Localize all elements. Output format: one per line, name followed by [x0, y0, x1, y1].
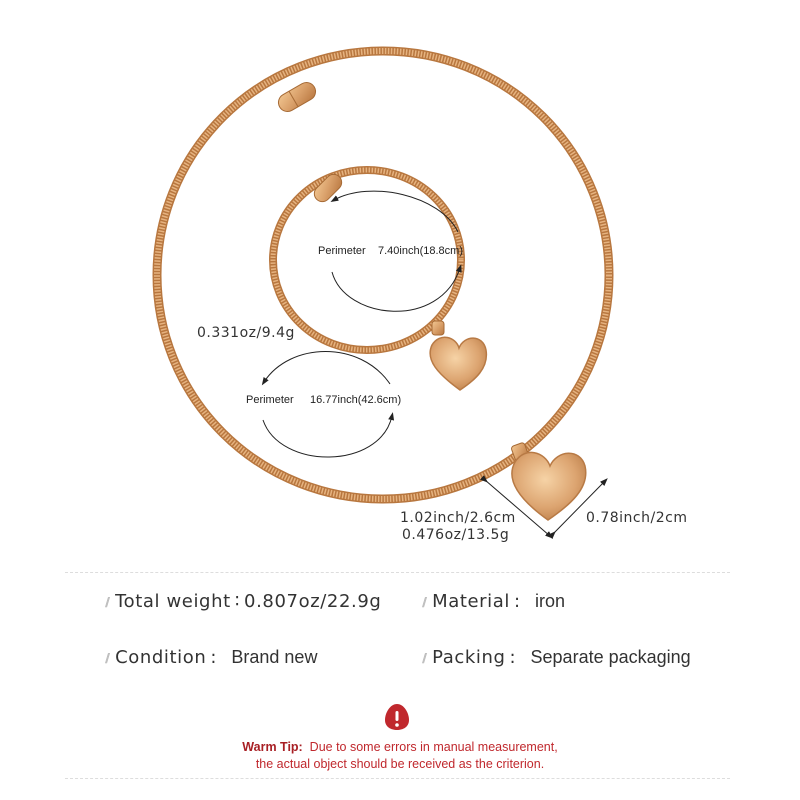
- measurement-arrows: [261, 190, 608, 539]
- bracelet-heart-pendant: [429, 320, 488, 391]
- necklace-perimeter-value: 16.77inch(42.6cm): [310, 394, 402, 406]
- divider-top: [65, 572, 730, 573]
- pendant-height: 1.02inch/2.6cm: [400, 510, 516, 526]
- necklace: [152, 46, 614, 521]
- bracelet-perimeter-value: 7.40inch(18.8cm): [378, 245, 463, 257]
- warning-icon: [385, 704, 409, 730]
- pendant-width: 0.78inch/2cm: [586, 510, 688, 526]
- bracelet-weight: 0.331oz/9.4g: [197, 325, 295, 341]
- spec-packing: // Packing: Separate packaging: [422, 647, 691, 668]
- divider-bottom: [65, 778, 730, 779]
- necklace-heart-pendant: [511, 442, 587, 521]
- necklace-perimeter-label: Perimeter: [246, 394, 294, 406]
- slash-bullet-icon: //: [105, 650, 110, 665]
- necklace-clasp: [277, 82, 317, 112]
- slash-bullet-icon: //: [105, 594, 110, 609]
- spec-condition: // Condition: Brand new: [105, 647, 318, 668]
- warm-tip-line2: the actual object should be received as …: [255, 757, 545, 771]
- jewelry-illustration: [152, 46, 614, 539]
- slash-bullet-icon: //: [422, 594, 427, 609]
- warm-tip-label: Warm Tip:: [242, 740, 303, 754]
- bracelet: [269, 166, 488, 391]
- slash-bullet-icon: //: [422, 650, 427, 665]
- bracelet-perimeter-label: Perimeter: [318, 245, 366, 257]
- necklace-weight: 0.476oz/13.5g: [402, 527, 510, 543]
- spec-material: // Material: iron: [422, 591, 566, 612]
- warm-tip-line1: Warm Tip: Due to some errors in manual m…: [242, 740, 558, 754]
- spec-total-weight: // Total weight∶0.807oz/22.9g: [105, 591, 382, 612]
- bracelet-clasp: [313, 173, 343, 203]
